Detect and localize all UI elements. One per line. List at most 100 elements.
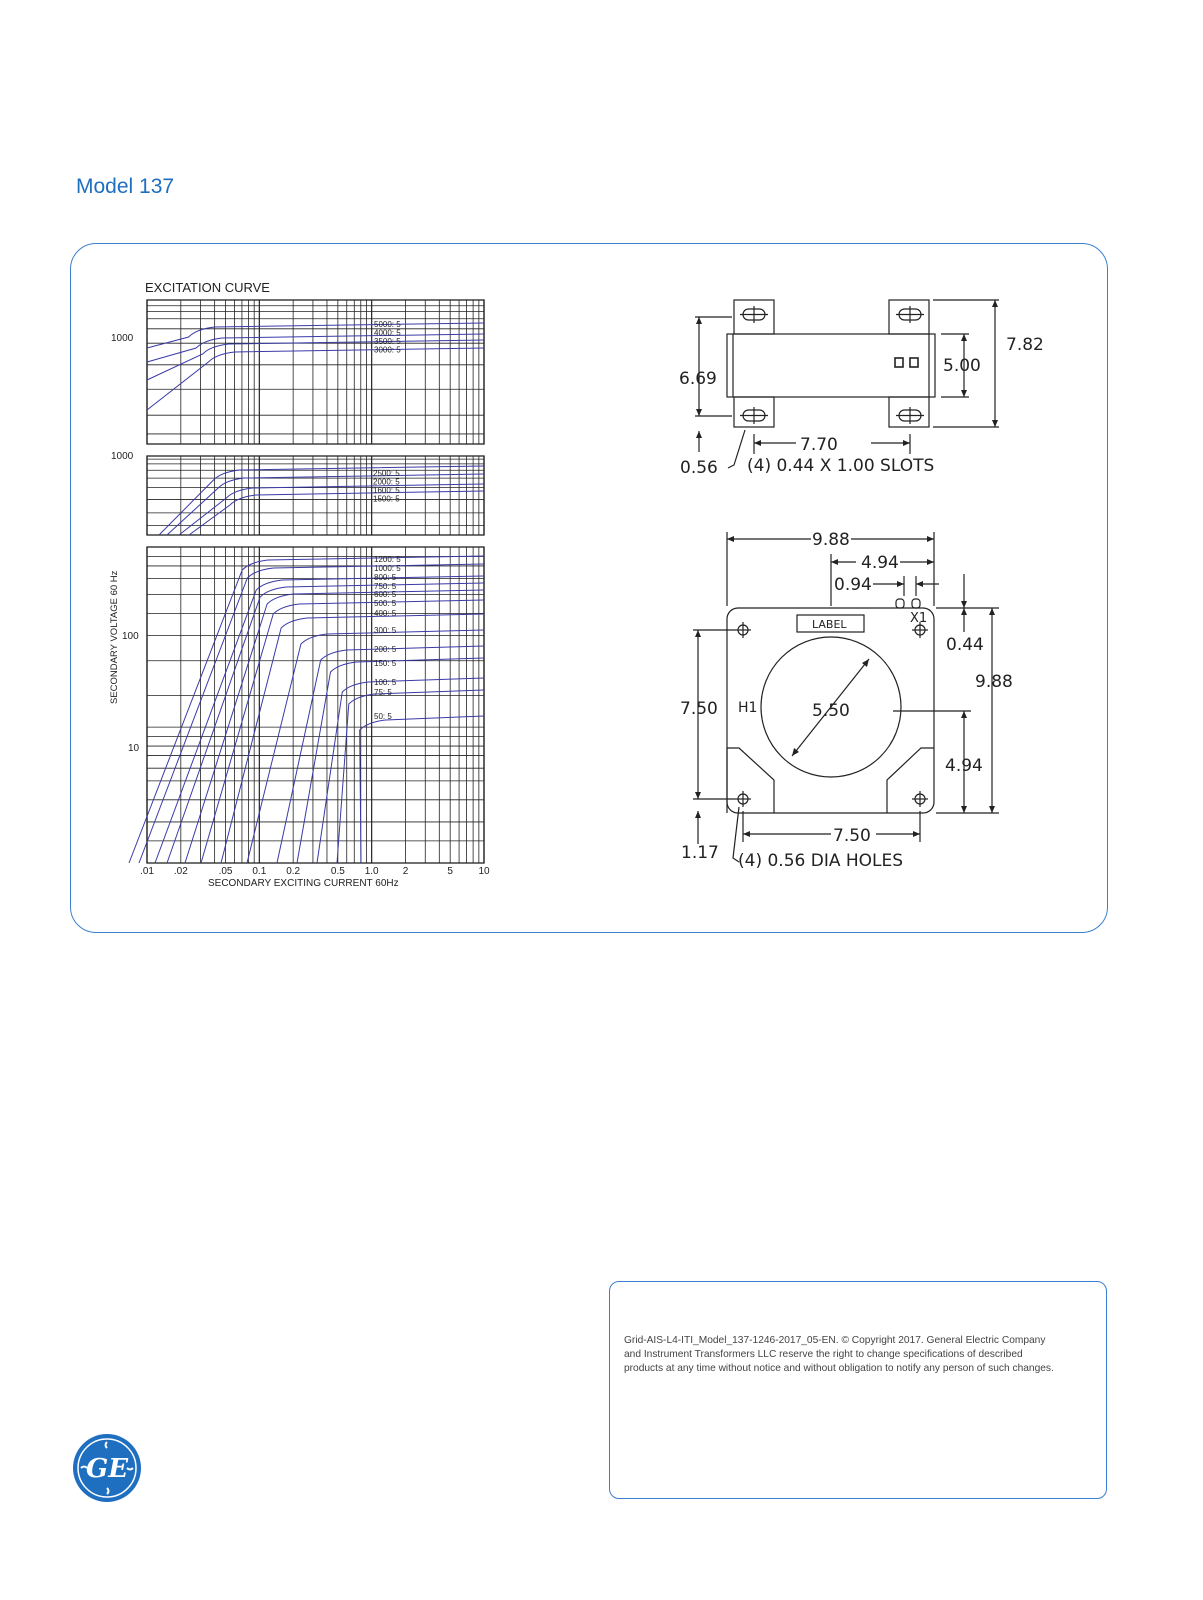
excitation-curve-3000: [146, 347, 485, 411]
excitation-curve-1600: [178, 483, 485, 536]
mount-bracket-tr: [888, 299, 930, 335]
excitation-curve-750: [166, 582, 485, 864]
copyright-box: Grid-AIS-L4-ITI_Model_137-1246-2017_05-E…: [609, 1281, 1107, 1499]
ratio-label-bottom-11: 75: 5: [374, 688, 392, 697]
dim-top-offset: 0.44: [946, 635, 984, 655]
chart-title: EXCITATION CURVE: [145, 280, 270, 295]
ge-wordmark: GE: [86, 1454, 129, 1484]
excitation-curve-500: [200, 599, 485, 864]
x-tick-9: 10: [478, 866, 490, 877]
excitation-curve-5000: [146, 322, 485, 349]
window-opening: [760, 636, 902, 778]
x-tick-labels: .01 .02 .05 0.1 0.2 0.5 1.0 2 5 10: [140, 866, 490, 877]
excitation-curve-300: [246, 629, 485, 864]
dim-bottom-width: 7.50: [833, 826, 871, 846]
dim-half-height: 4.94: [945, 756, 983, 776]
excitation-curve-1200: [128, 555, 485, 864]
excitation-curve-2500: [158, 465, 485, 536]
front-view-drawing: [693, 532, 999, 863]
ratio-label-bottom-3: 750: 5: [374, 582, 397, 591]
ratio-label-bottom-8: 200: 5: [374, 645, 397, 654]
ratio-label-bottom-2: 800: 5: [374, 573, 397, 582]
side-view-drawing: [695, 299, 999, 469]
excitation-curve-3500: [146, 339, 485, 381]
excitation-curve-1500: [188, 490, 485, 536]
ytick-top-1000: 1000: [111, 333, 134, 344]
ratio-label-bottom-10: 100: 5: [374, 678, 397, 687]
x-tick-3: 0.1: [252, 866, 266, 877]
x-tick-7: 2: [403, 866, 409, 877]
terminal-x1: X1: [910, 611, 927, 626]
x-tick-6: 1.0: [365, 866, 379, 877]
excitation-curve-600: [184, 589, 485, 864]
holes-note: (4) 0.56 DIA HOLES: [738, 851, 903, 871]
ytick-mid-1000: 1000: [111, 451, 134, 462]
excitation-curve-800: [154, 575, 485, 864]
copyright-line-2: and Instrument Transformers LLC reserve …: [624, 1349, 1023, 1360]
x-tick-8: 5: [447, 866, 453, 877]
ge-logo-icon: GE: [73, 1434, 141, 1502]
ratio-label-bottom-1: 1000: 5: [374, 564, 401, 573]
y-axis-label: SECONDARY VOLTAGE 60 Hz: [109, 570, 120, 704]
dim-hole-span: 7.50: [680, 699, 718, 719]
front-view-dimensions: 9.88 4.94 0.94 LABEL X1 H1 0.44 9.88 5.5…: [680, 530, 1013, 871]
ratio-label-bottom-6: 400: 5: [374, 609, 397, 618]
x-tick-2: .05: [219, 866, 233, 877]
dim-width-total: 9.88: [812, 530, 850, 550]
x-axis-label: SECONDARY EXCITING CURRENT 60Hz: [208, 878, 399, 889]
x-tick-0: .01: [140, 866, 154, 877]
label-plate: [796, 614, 865, 633]
ratio-label-bottom-12: 50: 5: [374, 712, 392, 721]
dim-edge: 0.56: [680, 458, 718, 478]
panel-frame-top: [146, 299, 485, 445]
ytick-100: 100: [122, 631, 139, 642]
slots-note: (4) 0.44 X 1.00 SLOTS: [747, 456, 934, 476]
page-title: Model 137: [76, 175, 175, 198]
ratio-label-top-2: 3500: 5: [374, 337, 401, 346]
transformer-body: [726, 333, 936, 398]
ratio-label-bottom-0: 1200: 5: [374, 555, 401, 564]
dim-height-outer: 7.82: [1006, 335, 1044, 355]
excitation-curve-75: [336, 689, 485, 864]
label-plate-text: LABEL: [812, 618, 847, 631]
dim-corner: 1.17: [681, 843, 719, 863]
dim-terminal: 0.94: [834, 575, 872, 595]
copyright-line-1: Grid-AIS-L4-ITI_Model_137-1246-2017_05-E…: [624, 1335, 1046, 1346]
ratio-label-mid-3: 1500: 5: [373, 495, 400, 504]
excitation-curve-50: [359, 715, 485, 864]
dim-height-body: 5.00: [943, 356, 981, 376]
excitation-curves: [128, 322, 485, 864]
ratio-label-top-1: 4000: 5: [374, 329, 401, 338]
excitation-curve-150: [296, 657, 485, 864]
dim-slot-span: 6.69: [679, 369, 717, 389]
chart-panel-top: [146, 299, 485, 445]
x-tick-5: 0.5: [331, 866, 345, 877]
ratio-label-bottom-5: 500: 5: [374, 599, 397, 608]
chart-panel-bottom: [146, 546, 485, 864]
excitation-curve-4000: [146, 333, 485, 363]
copyright-line-3: products at any time without notice and …: [624, 1363, 1054, 1374]
x-tick-4: 0.2: [286, 866, 300, 877]
copyright-text: Grid-AIS-L4-ITI_Model_137-1246-2017_05-E…: [624, 1334, 1094, 1376]
ratio-label-mid-0: 2500: 5: [373, 469, 400, 478]
mount-bracket-br: [888, 396, 930, 428]
side-view-dimensions: 7.82 5.00 6.69 7.70 0.56 (4) 0.44 X 1.00…: [679, 300, 1044, 478]
ratio-label-bottom-9: 150: 5: [374, 659, 397, 668]
dim-height-total: 9.88: [975, 672, 1013, 692]
dim-width: 7.70: [800, 435, 838, 455]
excitation-curve-2000: [166, 473, 485, 536]
dim-half-width: 4.94: [861, 553, 899, 573]
excitation-curve-200: [276, 645, 485, 864]
dim-window: 5.50: [812, 701, 850, 721]
terminal-h1: H1: [738, 700, 757, 716]
excitation-curve-400: [220, 613, 485, 864]
x-tick-1: .02: [174, 866, 188, 877]
excitation-curve-100: [316, 677, 485, 864]
excitation-curve-1000: [138, 563, 485, 864]
ytick-10: 10: [128, 743, 140, 754]
ratio-label-top-3: 3000: 5: [374, 346, 401, 355]
